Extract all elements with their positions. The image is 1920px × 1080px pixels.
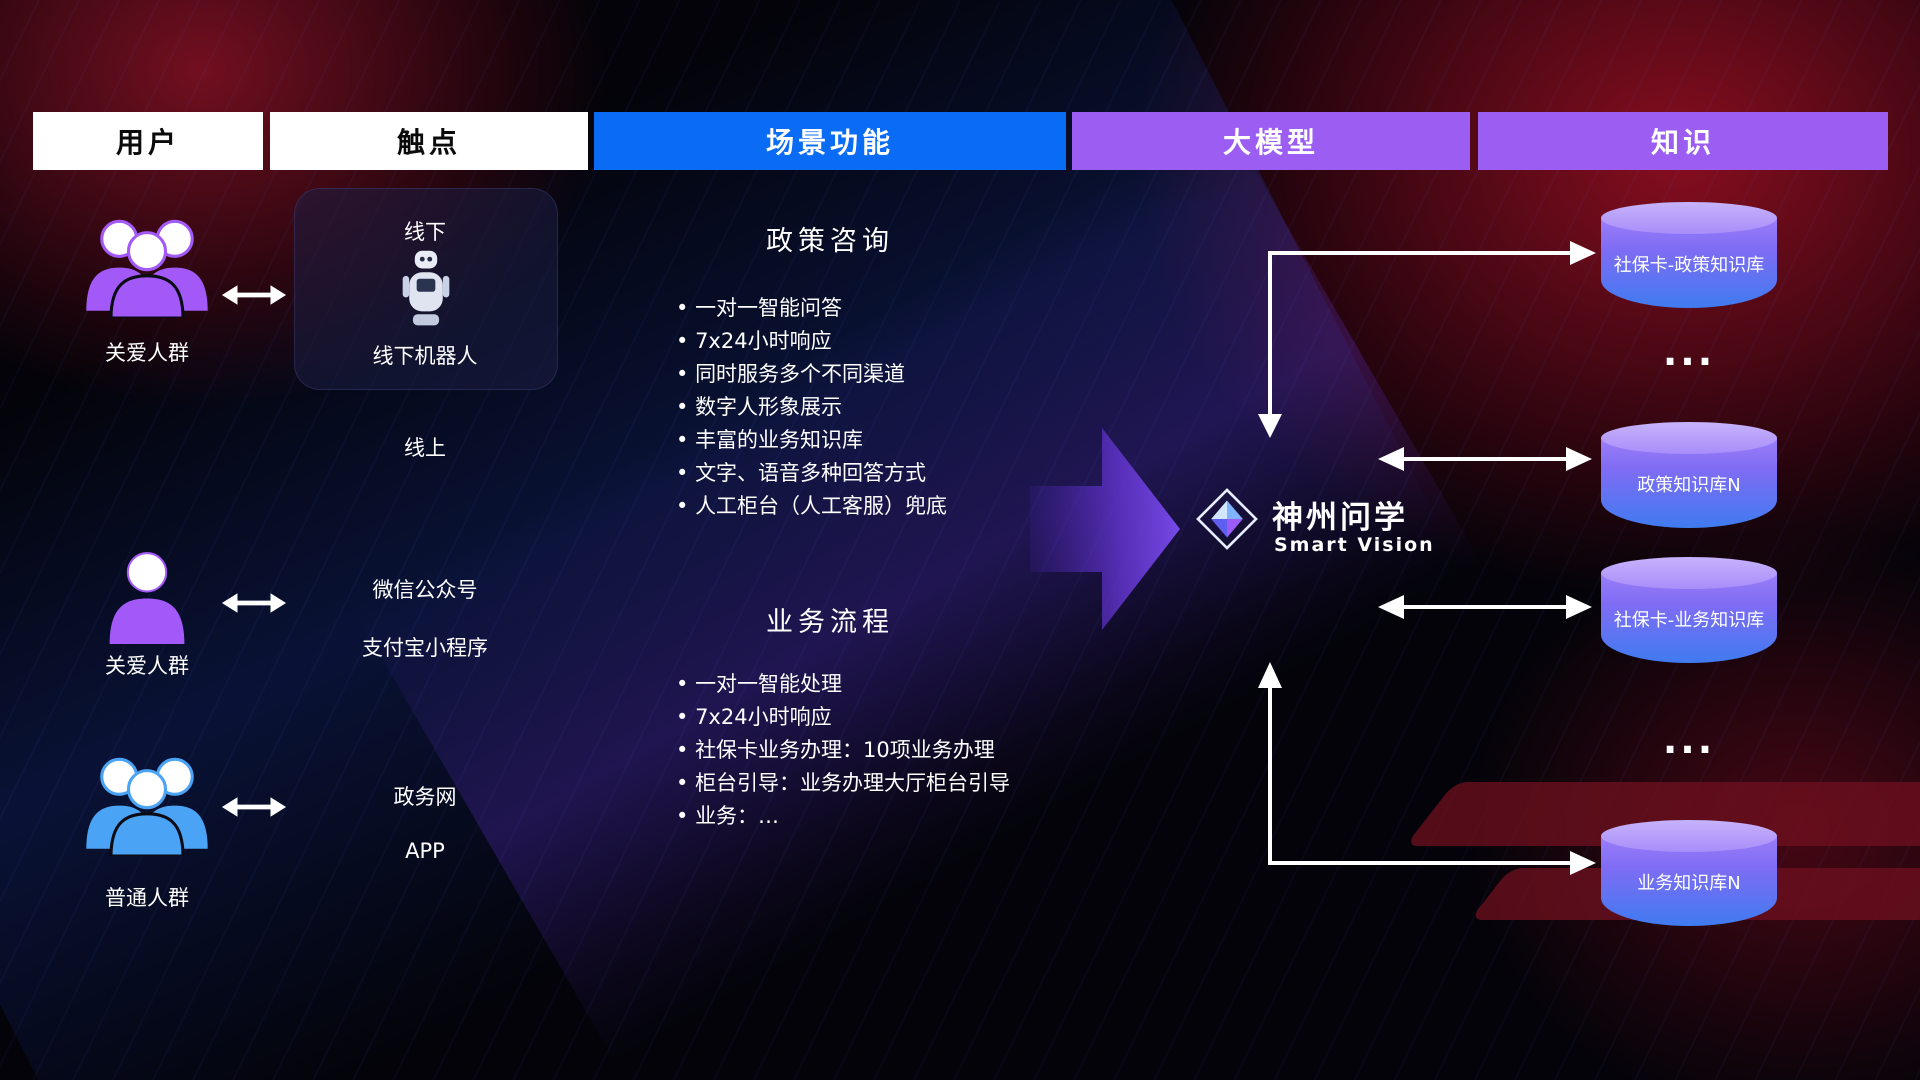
offline-robot-label: 线下机器人 — [372, 344, 478, 368]
online-title: 线上 — [404, 436, 446, 460]
scene-bullet-item: 数字人形象展示 — [676, 391, 947, 424]
kb-cylinder-policy-ssc: 社保卡-政策知识库 — [1601, 202, 1777, 308]
cylinder-top — [1601, 422, 1777, 454]
scene-bullet-item: 一对一智能处理 — [676, 668, 1010, 701]
touchpoint-wechat: 微信公众号 — [372, 578, 478, 602]
cylinder-top — [1601, 202, 1777, 234]
user-label-1: 关爱人群 — [105, 341, 189, 365]
scene-bullet-item: 7x24小时响应 — [676, 701, 1010, 734]
kb-ellipsis: ... — [1662, 330, 1716, 374]
user-label-3: 普通人群 — [105, 886, 189, 910]
header-knowledge: 知识 — [1478, 112, 1888, 170]
cylinder-top — [1601, 820, 1777, 852]
kb-label: 政策知识库N — [1637, 474, 1741, 496]
brand-logo-icon — [1194, 486, 1260, 552]
scene-process-list: 一对一智能处理 7x24小时响应 社保卡业务办理：10项业务办理 柜台引导：业务… — [676, 668, 1010, 833]
double-arrow-icon — [220, 794, 288, 820]
touchpoint-gov-web: 政务网 — [393, 785, 457, 809]
scene-bullet-item: 社保卡业务办理：10项业务办理 — [676, 734, 1010, 767]
kb-cylinder-business-n: 业务知识库N — [1601, 820, 1777, 926]
offline-title: 线下 — [404, 220, 446, 244]
flow-arrow-icon — [1030, 428, 1180, 630]
kb-cylinder-policy-n: 政策知识库N — [1601, 422, 1777, 528]
scene-policy-title: 政策咨询 — [766, 226, 894, 257]
touchpoint-app: APP — [405, 839, 445, 863]
brand-subtitle: Smart Vision — [1274, 534, 1435, 556]
header-user: 用户 — [33, 112, 263, 170]
scene-bullet-item: 同时服务多个不同渠道 — [676, 358, 947, 391]
kb-ellipsis: ... — [1662, 718, 1716, 762]
scene-bullet-item: 一对一智能问答 — [676, 292, 947, 325]
header-scene: 场景功能 — [594, 112, 1066, 170]
scene-process-title: 业务流程 — [766, 607, 894, 638]
double-arrow-icon — [220, 590, 288, 616]
kb-label: 社保卡-政策知识库 — [1613, 254, 1765, 276]
kb-label: 业务知识库N — [1637, 872, 1741, 894]
scene-policy-list: 一对一智能问答 7x24小时响应 同时服务多个不同渠道 数字人形象展示 丰富的业… — [676, 292, 947, 523]
kb-label: 社保卡-业务知识库 — [1613, 609, 1765, 631]
brand-name: 神州问学 — [1272, 500, 1408, 536]
touchpoint-alipay: 支付宝小程序 — [362, 636, 488, 660]
double-arrow-icon — [220, 282, 288, 308]
robot-icon — [398, 246, 454, 332]
header-touchpoint: 触点 — [270, 112, 588, 170]
person-icon-purple — [100, 548, 194, 644]
scene-bullet-item: 柜台引导：业务办理大厅柜台引导 — [676, 767, 1010, 800]
scene-bullet-item: 人工柜台（人工客服）兜底 — [676, 490, 947, 523]
user-label-2: 关爱人群 — [105, 654, 189, 678]
group-icon-blue — [80, 748, 214, 858]
cylinder-top — [1601, 557, 1777, 589]
group-icon-purple — [80, 210, 214, 320]
scene-bullet-item: 业务：… — [676, 800, 1010, 833]
kb-cylinder-business-ssc: 社保卡-业务知识库 — [1601, 557, 1777, 663]
scene-bullet-item: 7x24小时响应 — [676, 325, 947, 358]
header-model: 大模型 — [1072, 112, 1470, 170]
scene-bullet-item: 丰富的业务知识库 — [676, 424, 947, 457]
scene-bullet-item: 文字、语音多种回答方式 — [676, 457, 947, 490]
